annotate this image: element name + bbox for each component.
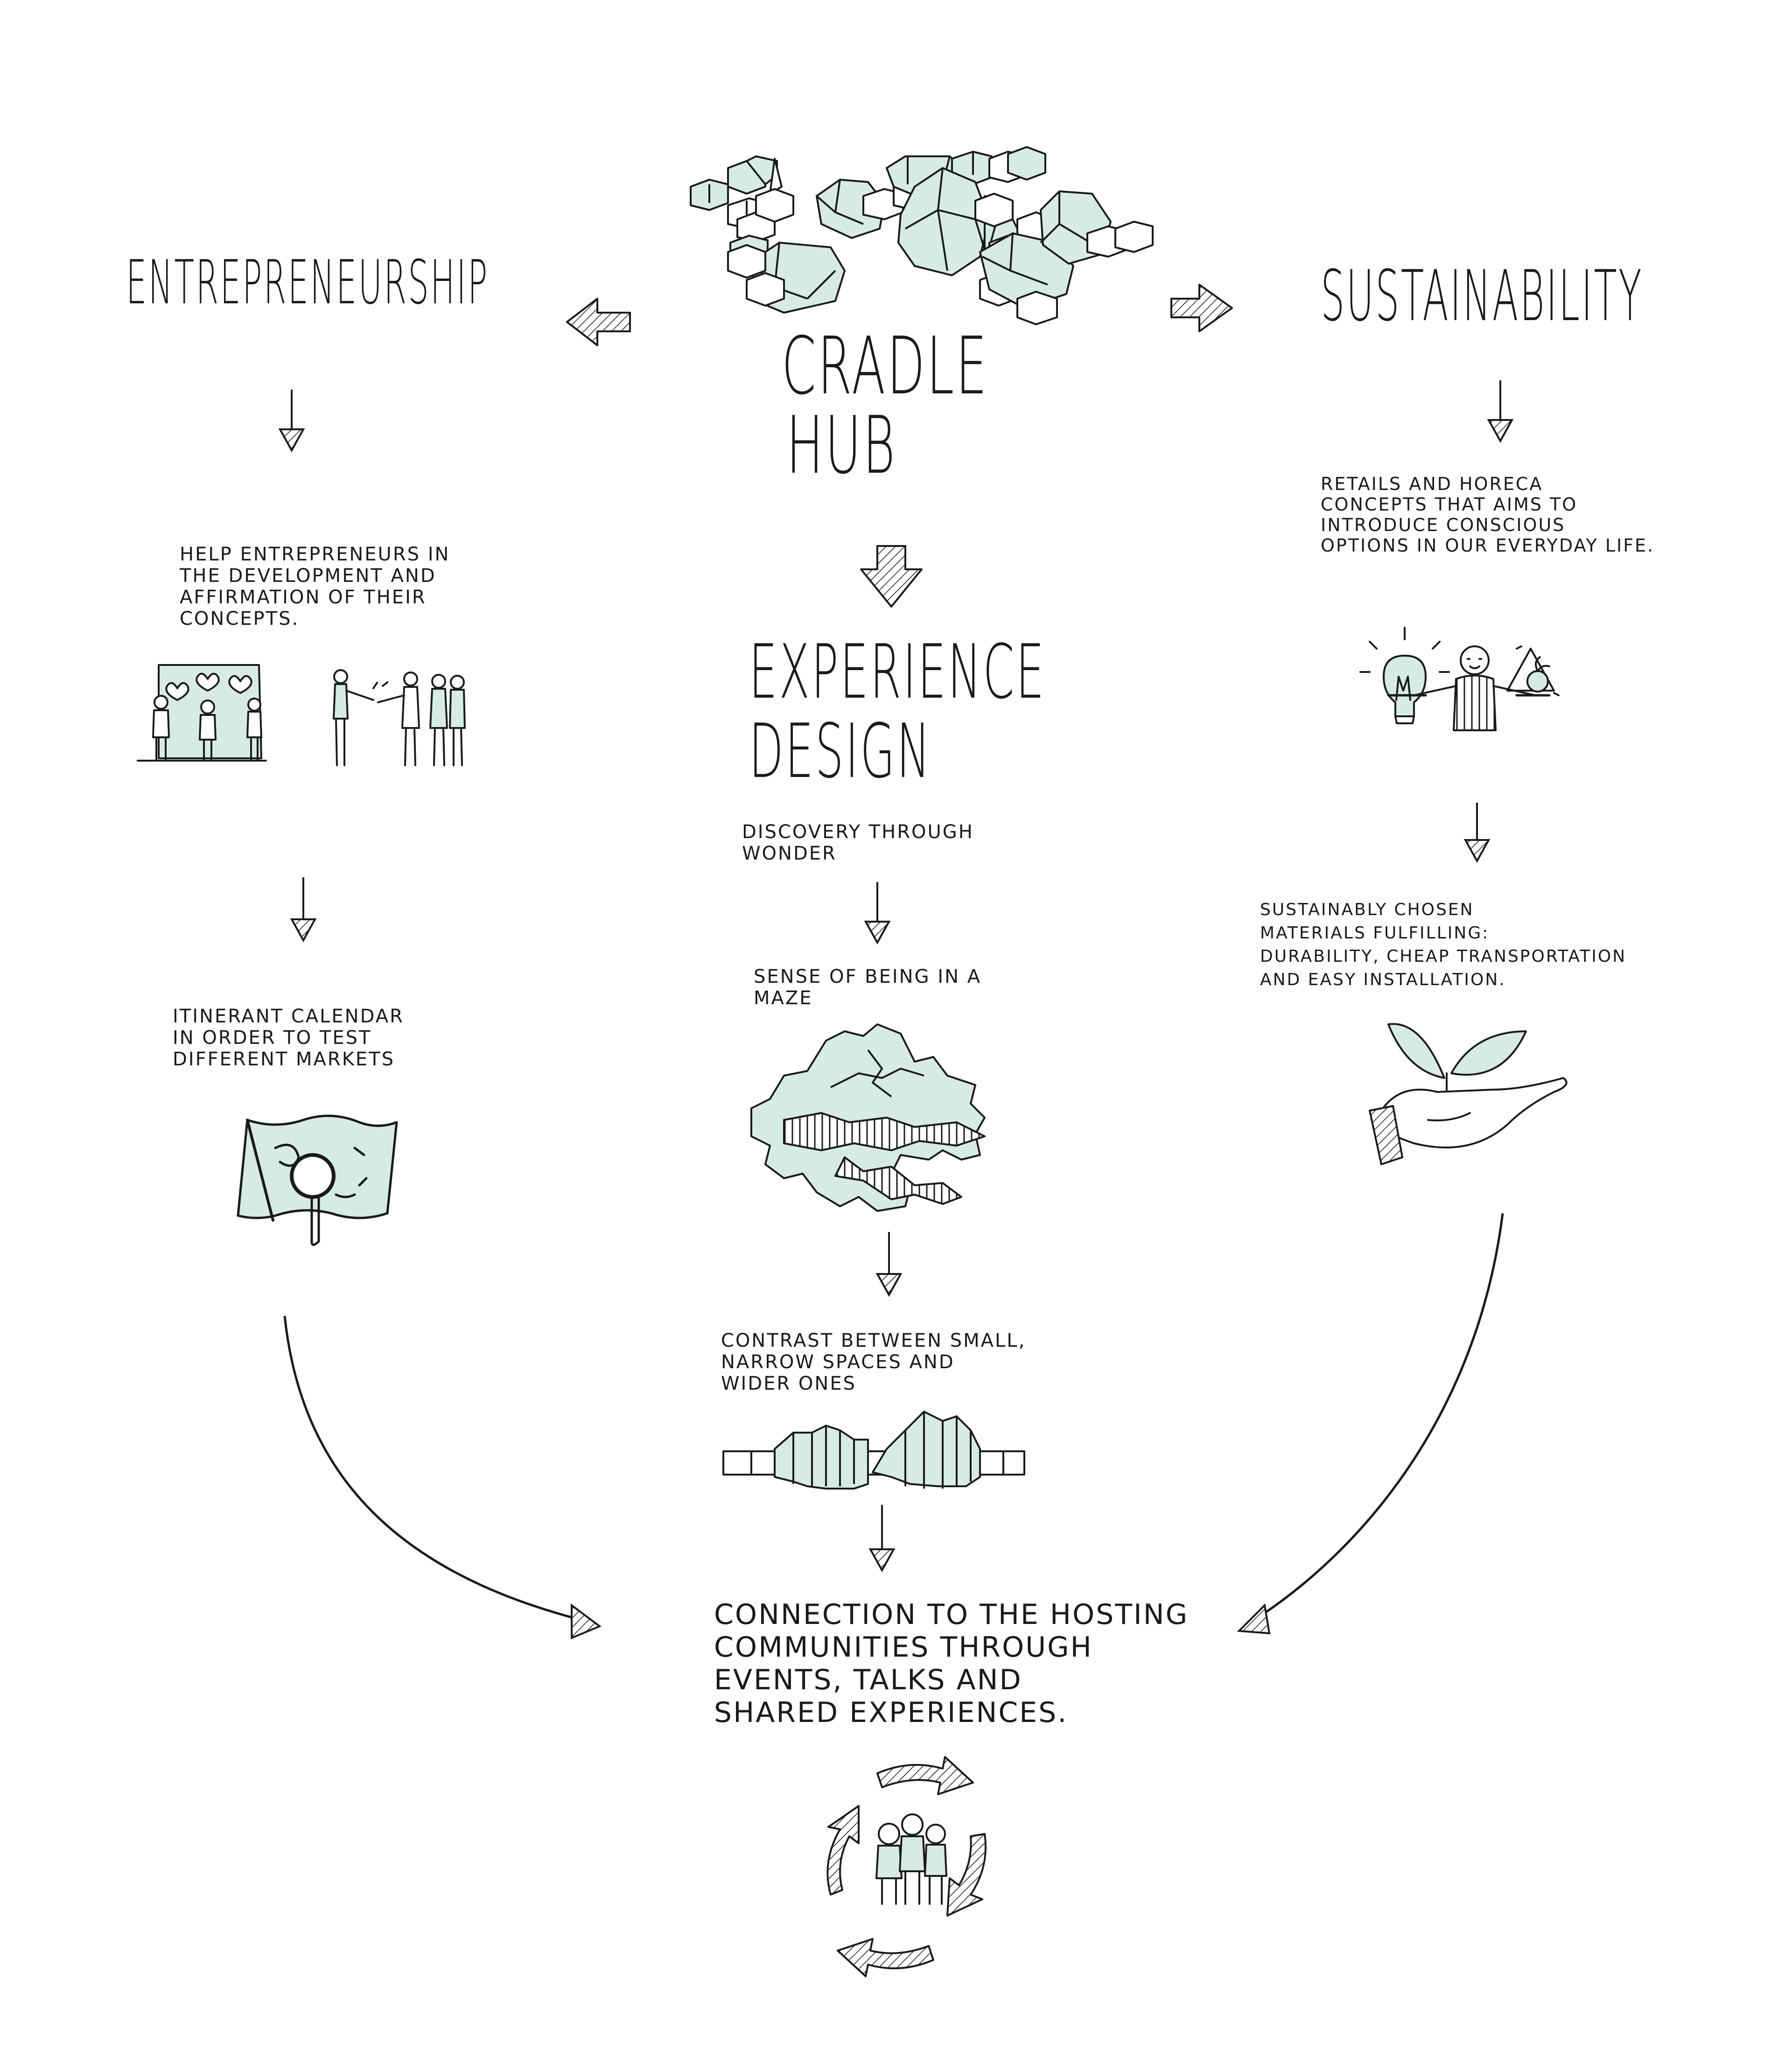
map-magnifier-illustration [237, 1114, 398, 1246]
hand-plant-illustration [1369, 1023, 1568, 1165]
maze-illustration [750, 1023, 986, 1212]
community-cycle-illustration [826, 1756, 987, 1977]
experience-design-title-line2: DESIGN [749, 707, 932, 795]
entrepreneurs-help-text: HELP ENTREPRENEURS IN THE DEVELOPMENT AN… [180, 544, 450, 630]
cradle-hub-title-line1: CRADLE [782, 320, 989, 413]
arrow-right-to-sustainability [1170, 284, 1233, 332]
community-people-illustration [875, 1813, 947, 1905]
entrepreneurs-illustration [137, 664, 466, 766]
experience-design-title-line1: EXPERIENCE [749, 628, 1046, 715]
connection-communities-text: CONNECTION TO THE HOSTING COMMUNITIES TH… [714, 1598, 1189, 1729]
cradle-hub-modules-illustration [690, 146, 1154, 325]
curve-arrow-from-right [1254, 1213, 1504, 1621]
entrepreneurship-title: ENTREPRENEURSHIP [126, 247, 489, 318]
sustainable-materials-text: SUSTAINABLY CHOSEN MATERIALS FULFILLING:… [1260, 900, 1627, 989]
sense-of-maze-text: SENSE OF BEING IN A MAZE [754, 966, 982, 1009]
discovery-wonder-text: DISCOVERY THROUGH WONDER [742, 821, 974, 864]
narrow-wide-spaces-illustration [722, 1411, 1025, 1490]
curve-arrow-from-left [283, 1315, 579, 1621]
retails-horeca-text: RETAILS AND HORECA CONCEPTS THAT AIMS TO… [1321, 474, 1655, 556]
arrow-down-to-experience-design [860, 545, 923, 608]
itinerant-calendar-text: ITINERANT CALENDAR IN ORDER TO TEST DIFF… [173, 1006, 404, 1070]
conscious-options-illustration [1359, 627, 1560, 731]
small-down-arrows [278, 380, 1514, 1573]
cradle-hub-title-line2: HUB [786, 399, 897, 492]
sustainability-title: SUSTAINABILITY [1321, 256, 1643, 337]
contrast-spaces-text: CONTRAST BETWEEN SMALL, NARROW SPACES AN… [721, 1330, 1026, 1394]
arrow-left-to-entrepreneurship [566, 298, 631, 346]
